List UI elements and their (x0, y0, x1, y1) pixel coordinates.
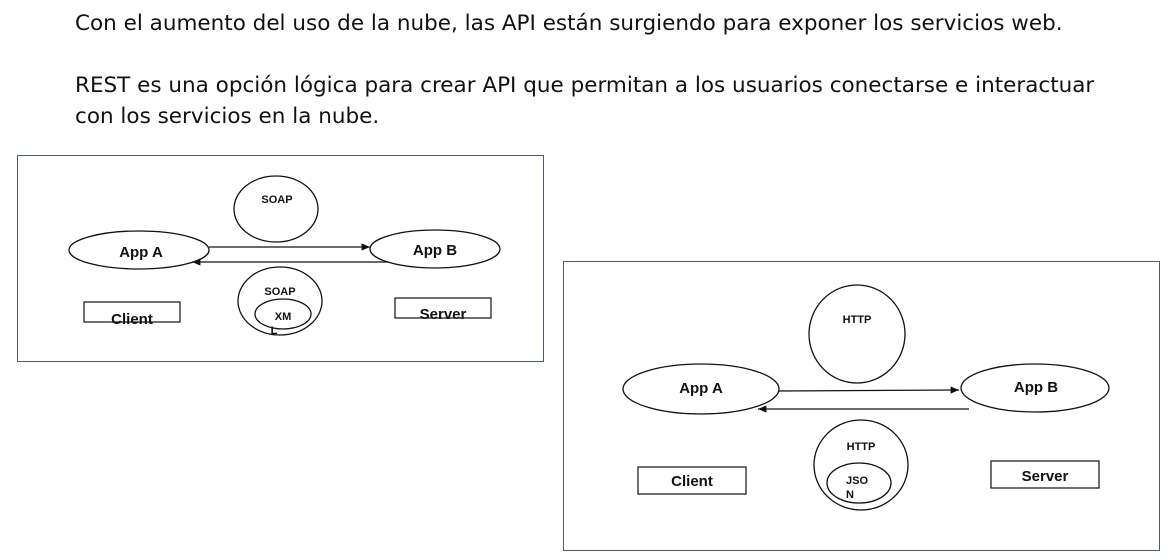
client-label: Client (671, 473, 713, 490)
protocol-circle (233, 175, 319, 243)
app-a-node (622, 363, 780, 415)
client-box (637, 466, 747, 495)
app-a-label: App A (119, 244, 163, 261)
app-a-label: App A (679, 380, 723, 397)
format-ellipse (254, 298, 312, 330)
protocol-label: SOAP (261, 194, 292, 206)
format-label-line2: N (846, 489, 854, 501)
app-b-node (369, 229, 501, 269)
message-protocol-label: HTTP (847, 441, 876, 453)
message-protocol-label: SOAP (264, 286, 295, 298)
server-label: Server (1022, 468, 1069, 485)
client-label: Client (111, 311, 153, 328)
soap-diagram-panel: App A App B SOAP SOAP XM L Client Server (17, 155, 544, 362)
format-label-line2: L (271, 325, 278, 337)
rest-diagram: App A App B HTTP HTTP JSO N Client Serve… (622, 284, 1110, 511)
intro-paragraph-cloud-apis: Con el aumento del uso de la nube, las A… (75, 11, 1063, 36)
protocol-label: HTTP (843, 314, 872, 326)
server-box (394, 297, 492, 319)
server-box (990, 460, 1100, 489)
format-label-line1: XM (275, 311, 292, 323)
intro-paragraph-rest: REST es una opción lógica para crear API… (75, 73, 1095, 129)
app-b-label: App B (413, 242, 457, 259)
app-b-node (960, 363, 1110, 413)
soap-diagram: App A App B SOAP SOAP XM L Client Server (68, 175, 501, 337)
protocol-circle (808, 284, 906, 384)
server-label: Server (420, 306, 467, 323)
app-b-label: App B (1014, 379, 1058, 396)
format-label-line1: JSO (846, 475, 868, 487)
request-arrow (778, 386, 960, 394)
client-box (83, 301, 181, 323)
app-a-node (68, 230, 210, 270)
rest-diagram-panel: App A App B HTTP HTTP JSO N Client Serve… (563, 261, 1160, 551)
format-ellipse (826, 462, 892, 504)
